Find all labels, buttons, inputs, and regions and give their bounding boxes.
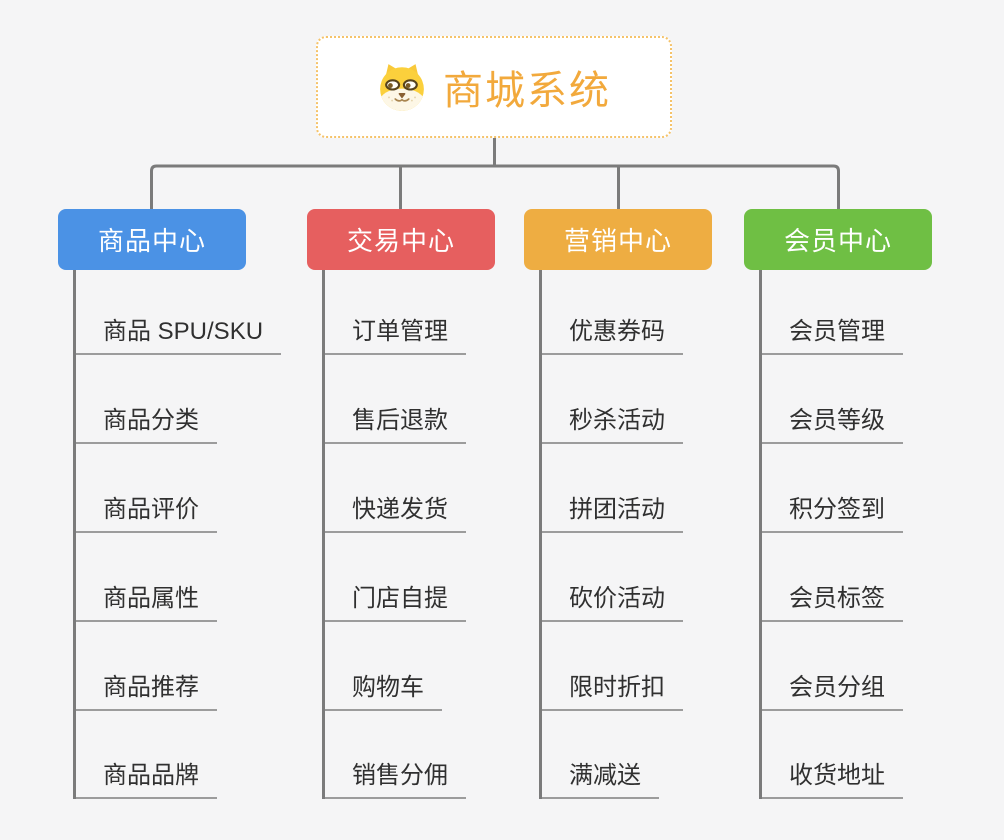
branch-header-marketing-center[interactable]: 营销中心: [524, 209, 712, 270]
branch-header-trade-center[interactable]: 交易中心: [307, 209, 495, 270]
branch-column-product-center: 商品 SPU/SKU 商品分类商品评价商品属性商品推荐商品品牌: [73, 270, 326, 799]
root-title: 商城系统: [443, 69, 611, 113]
leaf-node-member-center-5[interactable]: 会员分组: [762, 674, 903, 711]
leaf-node-trade-center-6[interactable]: 销售分佣: [325, 762, 466, 799]
leaf-node-product-center-5[interactable]: 商品推荐: [76, 674, 217, 711]
leaf-node-marketing-center-1[interactable]: 优惠券码: [542, 318, 683, 355]
leaf-node-marketing-center-4[interactable]: 砍价活动: [542, 585, 683, 622]
leaf-node-trade-center-4[interactable]: 门店自提: [325, 585, 466, 622]
branch-column-member-center: 会员管理会员等级积分签到会员标签会员分组收货地址: [759, 270, 1004, 799]
leaf-node-member-center-6[interactable]: 收货地址: [762, 762, 903, 799]
leaf-node-product-center-1[interactable]: 商品 SPU/SKU: [76, 318, 282, 355]
leaf-node-product-center-2[interactable]: 商品分类: [76, 407, 217, 444]
leaf-node-marketing-center-5[interactable]: 限时折扣: [542, 674, 683, 711]
leaf-node-marketing-center-3[interactable]: 拼团活动: [542, 496, 683, 533]
leaf-node-member-center-1[interactable]: 会员管理: [762, 318, 903, 355]
branch-header-product-center[interactable]: 商品中心: [58, 209, 246, 270]
leaf-node-marketing-center-6[interactable]: 满减送: [542, 762, 659, 799]
leaf-node-member-center-3[interactable]: 积分签到: [762, 496, 903, 533]
leaf-node-trade-center-2[interactable]: 售后退款: [325, 407, 466, 444]
branch-column-trade-center: 订单管理售后退款快递发货门店自提购物车销售分佣: [322, 270, 575, 799]
leaf-node-product-center-4[interactable]: 商品属性: [76, 585, 217, 622]
branch-column-marketing-center: 优惠券码秒杀活动拼团活动砍价活动限时折扣满减送: [539, 270, 792, 799]
leaf-node-product-center-3[interactable]: 商品评价: [76, 496, 217, 533]
dog-face-icon: [377, 62, 427, 112]
leaf-node-trade-center-3[interactable]: 快递发货: [325, 496, 466, 533]
root-node[interactable]: 商城系统: [316, 36, 672, 138]
leaf-node-member-center-4[interactable]: 会员标签: [762, 585, 903, 622]
branch-header-member-center[interactable]: 会员中心: [744, 209, 932, 270]
leaf-node-trade-center-5[interactable]: 购物车: [325, 674, 442, 711]
leaf-node-trade-center-1[interactable]: 订单管理: [325, 318, 466, 355]
leaf-node-marketing-center-2[interactable]: 秒杀活动: [542, 407, 683, 444]
leaf-node-member-center-2[interactable]: 会员等级: [762, 407, 903, 444]
leaf-node-product-center-6[interactable]: 商品品牌: [76, 762, 217, 799]
